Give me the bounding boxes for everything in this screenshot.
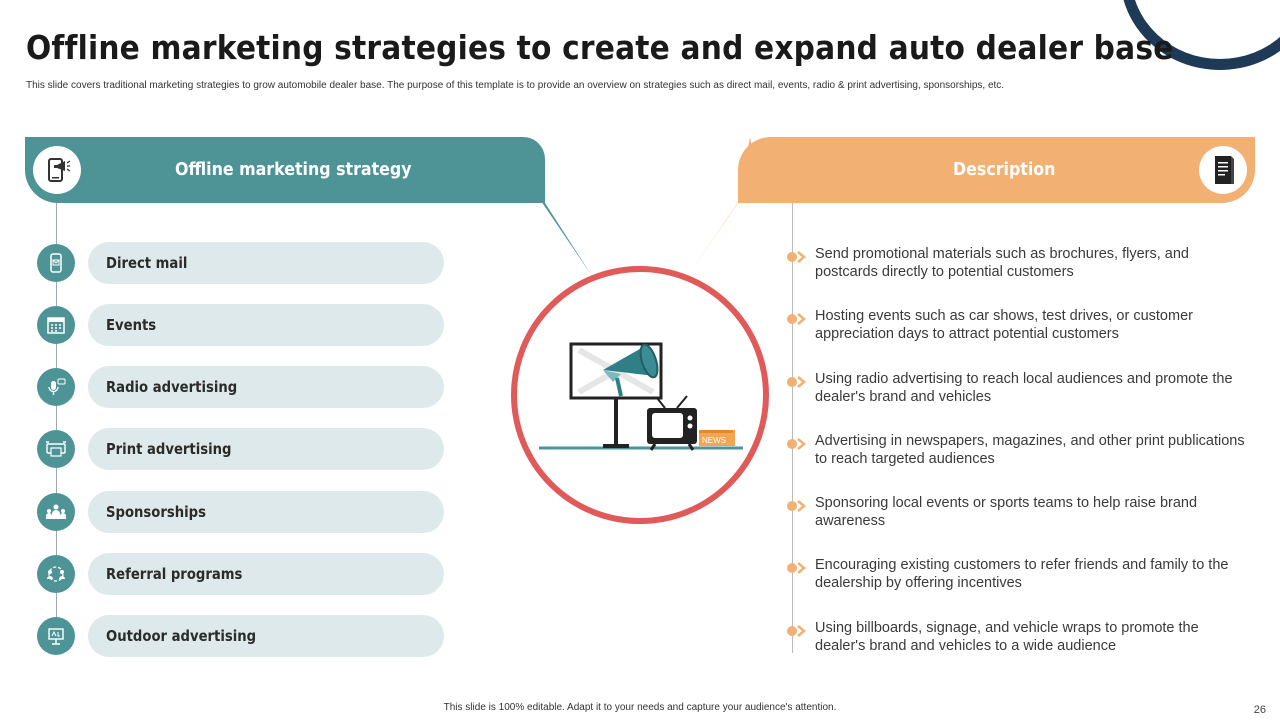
strategy-pill: Direct mail xyxy=(88,242,444,284)
description-item: Send promotional materials such as broch… xyxy=(786,245,1246,289)
strategy-pill: Sponsorships xyxy=(88,491,444,533)
strategy-label: Events xyxy=(106,316,157,334)
strategy-label: Radio advertising xyxy=(106,378,238,396)
description-text: Using billboards, signage, and vehicle w… xyxy=(815,620,1199,654)
chevron-bullet-icon xyxy=(787,313,806,325)
strategy-pill: Radio advertising xyxy=(88,366,444,408)
strategy-item: Events xyxy=(36,304,444,346)
strategy-item: Direct mail xyxy=(36,242,444,284)
footer-note: This slide is 100% editable. Adapt it to… xyxy=(443,702,837,713)
calendar-icon xyxy=(37,306,75,344)
billboard-megaphone-tv-icon: NEWS xyxy=(539,342,743,451)
group-icon xyxy=(37,493,75,531)
description-text: Encouraging existing customers to refer … xyxy=(815,557,1229,591)
description-item: Encouraging existing customers to refer … xyxy=(786,556,1246,600)
printer-icon xyxy=(37,430,75,468)
center-illustration-circle: NEWS xyxy=(511,266,769,524)
news-label: NEWS xyxy=(702,436,726,445)
mail-phone-icon xyxy=(37,244,75,282)
strategy-header: Offline marketing strategy xyxy=(25,137,545,203)
strategy-pill: Events xyxy=(88,304,444,346)
chevron-bullet-icon xyxy=(787,500,806,512)
strategy-label: Direct mail xyxy=(106,254,188,272)
description-text: Hosting events such as car shows, test d… xyxy=(815,308,1193,342)
strategy-pill: Referral programs xyxy=(88,553,444,595)
strategy-item: Print advertising xyxy=(36,428,444,470)
page-title: Offline marketing strategies to create a… xyxy=(26,28,1174,67)
page-subtitle: This slide covers traditional marketing … xyxy=(26,80,1005,91)
description-text: Sponsoring local events or sports teams … xyxy=(815,495,1198,529)
mobile-megaphone-icon xyxy=(33,146,81,194)
referral-icon xyxy=(37,555,75,593)
strategy-label: Sponsorships xyxy=(106,503,206,521)
description-text: Advertising in newspapers, magazines, an… xyxy=(815,433,1245,467)
chevron-bullet-icon xyxy=(787,438,806,450)
description-text: Send promotional materials such as broch… xyxy=(815,246,1189,280)
description-item: Sponsoring local events or sports teams … xyxy=(786,494,1246,538)
billboard-icon xyxy=(37,617,75,655)
description-item: Advertising in newspapers, magazines, an… xyxy=(786,432,1246,476)
strategy-pill: Print advertising xyxy=(88,428,444,470)
description-header: Description xyxy=(738,137,1255,203)
description-item: Using radio advertising to reach local a… xyxy=(786,370,1246,414)
description-text: Using radio advertising to reach local a… xyxy=(815,371,1233,405)
chevron-bullet-icon xyxy=(787,562,806,574)
document-icon xyxy=(1199,146,1247,194)
chevron-bullet-icon xyxy=(787,376,806,388)
strategy-item: Outdoor advertising xyxy=(36,615,444,657)
chevron-bullet-icon xyxy=(787,251,806,263)
strategy-item: Radio advertising xyxy=(36,366,444,408)
page-number: 26 xyxy=(1253,704,1266,716)
strategy-label: Referral programs xyxy=(106,565,243,583)
description-item: Using billboards, signage, and vehicle w… xyxy=(786,619,1246,663)
chevron-bullet-icon xyxy=(787,625,806,637)
strategy-label: Print advertising xyxy=(106,440,232,458)
strategy-item: Sponsorships xyxy=(36,491,444,533)
strategy-header-label: Offline marketing strategy xyxy=(175,159,412,180)
description-item: Hosting events such as car shows, test d… xyxy=(786,307,1246,351)
microphone-icon xyxy=(37,368,75,406)
description-header-label: Description xyxy=(953,159,1056,180)
strategy-pill: Outdoor advertising xyxy=(88,615,444,657)
strategy-connector-line xyxy=(56,203,57,653)
strategy-label: Outdoor advertising xyxy=(106,627,257,645)
strategy-item: Referral programs xyxy=(36,553,444,595)
description-connector-line xyxy=(792,203,793,653)
